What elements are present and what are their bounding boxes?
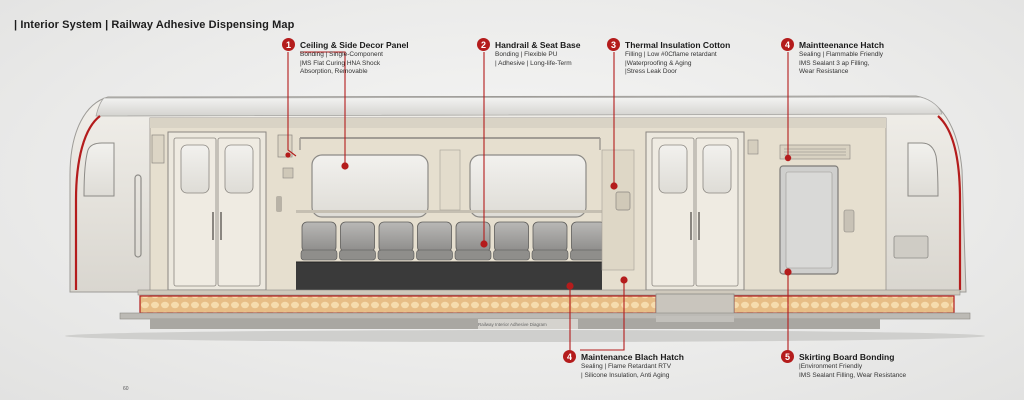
leader-lines	[287, 51, 789, 352]
panel-switch	[615, 191, 631, 211]
callout-line: |Environment Friendly	[799, 363, 863, 370]
callout-title: Maintteenance Hatch	[799, 39, 885, 50]
seat-back	[532, 221, 568, 253]
seat-back	[301, 221, 337, 253]
seat-back	[417, 221, 452, 253]
seat-cushion	[300, 249, 338, 261]
callout-line: Wear Resistance	[799, 68, 849, 76]
insulation-layer-right	[733, 295, 955, 314]
target-dots	[285, 152, 792, 290]
callout-line: Absorption, Removable	[300, 68, 368, 76]
leader-line-1b	[300, 51, 346, 166]
callout-line: Bonding | Single-Component	[300, 51, 383, 58]
seat-back	[571, 221, 606, 253]
callout-number-badge: 4	[563, 350, 576, 363]
callout-number-badge: 4	[781, 38, 794, 51]
roof	[95, 96, 943, 117]
right-end-window	[907, 142, 939, 197]
seat-cushion	[531, 249, 569, 261]
leader-line-4-bottom-b	[580, 280, 625, 351]
callout-line: IMS Sealant 3 ap Filling,	[799, 59, 870, 67]
seat-back	[494, 221, 529, 253]
callout-line: Sealing | Flame Retardant RTV	[581, 363, 672, 370]
callout-ceiling-decor-panel: 1 Ceiling & Side Decor Panel Bonding | Si…	[282, 38, 409, 77]
ground-shadow	[65, 330, 985, 342]
ceiling-panel	[150, 118, 886, 128]
placard-text: Railway Interior Adhesive Diagram	[478, 322, 547, 327]
placard	[478, 319, 578, 329]
callout-number-badge: 2	[477, 38, 490, 51]
callout-handrail-seat-base: 2 Handrail & Seat Base Bonding | Flexible…	[477, 38, 581, 68]
footer-page-number: 60	[123, 386, 129, 392]
left-wall-fixture	[151, 134, 165, 164]
callout-line: |Stress Leak Door	[625, 68, 677, 76]
callout-line: | Silicone Insulation, Anti Aging	[581, 371, 670, 379]
insulation-layer-left	[139, 295, 657, 314]
left-end-window	[83, 142, 115, 197]
underframe	[119, 312, 971, 320]
callout-number-badge: 5	[781, 350, 794, 363]
seat-cushion	[377, 249, 415, 261]
seat-back	[340, 221, 375, 253]
seat-cushion	[493, 249, 530, 261]
page-title: | Interior System | Railway Adhesive Dis…	[14, 19, 295, 31]
callout-number-badge: 1	[282, 38, 295, 51]
seat-cushion	[570, 249, 607, 261]
leader-line-1	[287, 52, 297, 157]
callout-line: Sealing | Flammable Friendly	[799, 51, 884, 58]
callout-line: | Adhesive | Long-life-Term	[495, 59, 572, 67]
seat-base	[296, 262, 602, 290]
callout-maintenance-hatch-bottom: 4 Maintenance Blach Hatch Sealing | Flame…	[563, 350, 684, 380]
seat-back	[455, 221, 491, 253]
callout-line: |Waterproofing & Aging	[625, 59, 692, 67]
right-accent-stripe	[937, 115, 962, 290]
callout-title: Skirting Board Bonding	[799, 351, 895, 362]
callout-number-badge: 3	[607, 38, 620, 51]
callout-line: Filling | Low #0Cflame retardant	[625, 51, 717, 58]
callout-title: Thermal Insulation Cotton	[625, 39, 731, 50]
left-accent-stripe	[74, 115, 101, 290]
left-grab-bar	[134, 174, 142, 258]
seat-cushion	[339, 249, 376, 261]
callout-title: Ceiling & Side Decor Panel	[300, 39, 409, 50]
seat-cushion	[454, 249, 492, 261]
side-window-left	[311, 154, 429, 218]
floor-line	[137, 289, 961, 296]
seat-back	[378, 221, 414, 253]
side-window-right	[469, 154, 587, 218]
callout-title: Handrail & Seat Base	[495, 39, 581, 50]
callout-title: Maintenance Blach Hatch	[581, 351, 684, 362]
callout-skirting-board: 5 Skirting Board Bonding |Environment Fri…	[781, 350, 906, 380]
callout-maintenance-hatch-top: 4 Maintteenance Hatch Sealing | Flammable…	[781, 38, 884, 77]
seat-cushion	[416, 249, 453, 261]
callout-line: |MS Flat Curing HNA Shock	[300, 59, 381, 67]
callout-line: Bonding | Flexible PU	[495, 51, 558, 58]
callout-line: IMS Sealant Filling, Wear Resistance	[799, 371, 907, 379]
vent-grille	[779, 144, 851, 160]
right-side-panel	[893, 235, 929, 259]
callout-thermal-insulation: 3 Thermal Insulation Cotton Filling | Low…	[607, 38, 730, 77]
